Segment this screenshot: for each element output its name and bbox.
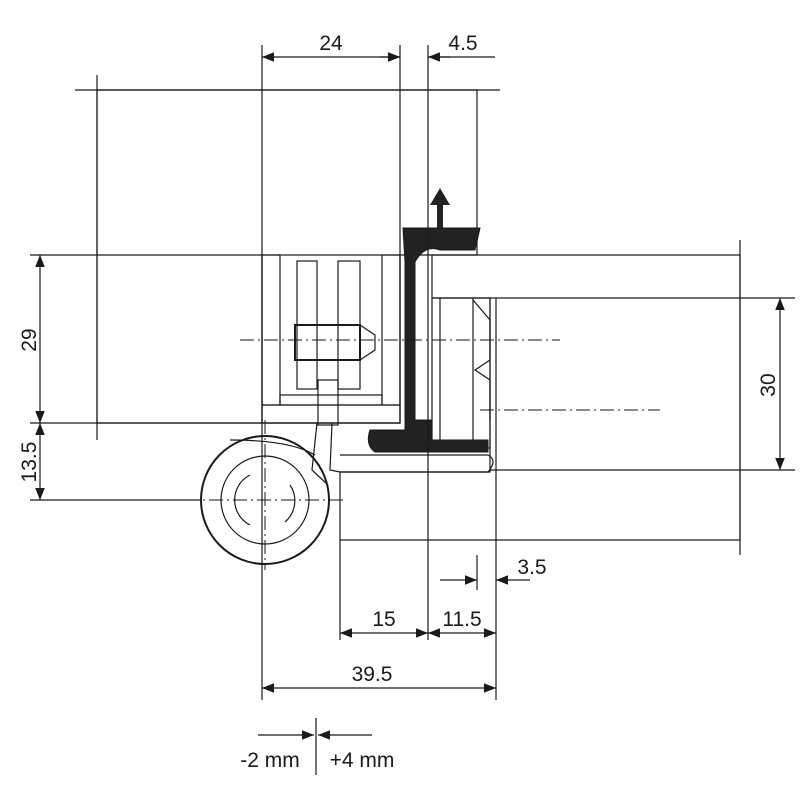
dim-right-height: 30 <box>757 373 780 396</box>
dim-top-offset: 4.5 <box>448 32 477 55</box>
dim-overall: 39.5 <box>352 663 393 686</box>
dim-bottom-a: 15 <box>372 608 395 631</box>
dim-bottom-b: 11.5 <box>442 608 481 631</box>
dim-left-height: 29 <box>18 328 41 351</box>
cover-profile <box>367 227 489 453</box>
adjust-plus-label: +4 mm <box>330 749 395 772</box>
dim-left-lower: 13.5 <box>18 442 41 483</box>
frame-section <box>96 89 478 424</box>
dim-top-width: 24 <box>319 32 343 55</box>
door-hinge-body <box>431 297 491 449</box>
dim-gap: 3.5 <box>517 556 546 579</box>
hinge-knuckle <box>200 422 341 565</box>
seal-arrow-icon <box>430 188 450 228</box>
extension-lines <box>30 45 795 700</box>
adjust-minus-label: -2 mm <box>240 749 300 772</box>
